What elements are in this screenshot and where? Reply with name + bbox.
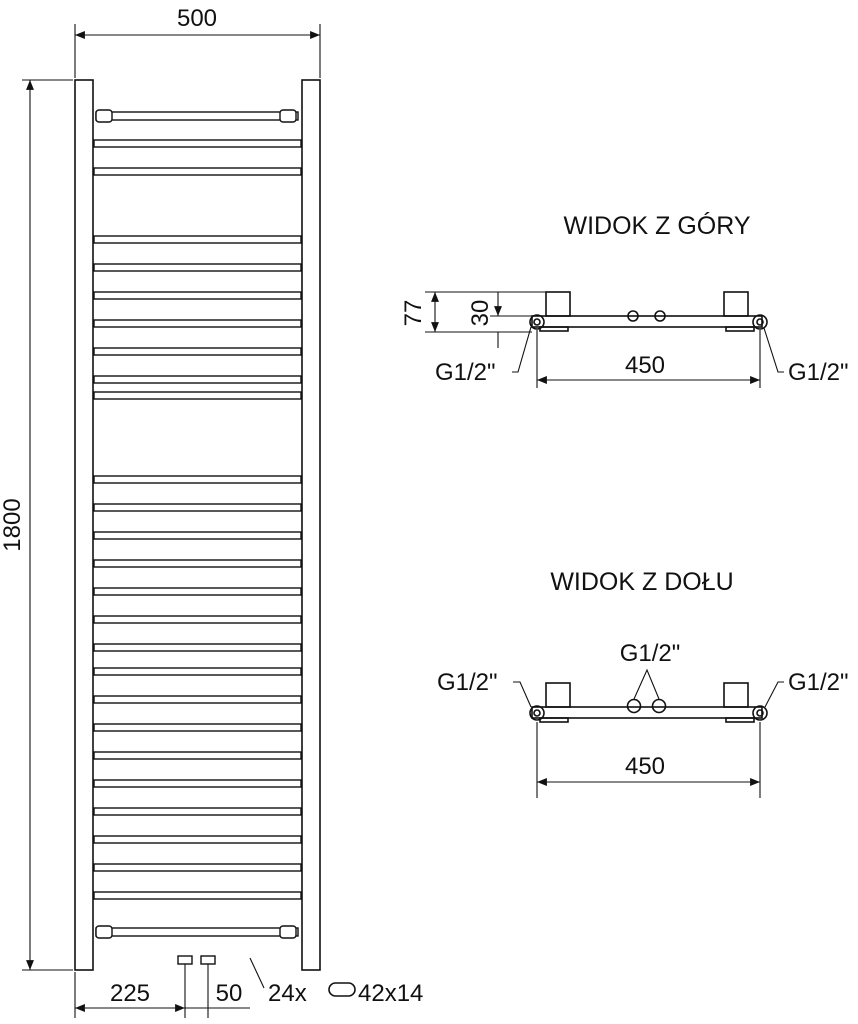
width-dimension: 500 [74,5,321,78]
spacing-label: 50 [216,980,243,1007]
top-rail [95,109,299,123]
heating-bar [93,751,302,760]
heating-bar [93,167,302,176]
heating-bar [93,559,302,568]
top-left-connection-label: G1/2" [435,359,496,386]
heating-bar [93,347,302,356]
bottom-valves [177,955,216,972]
heating-bar [93,319,302,328]
bottom-left-connection-label: G1/2" [437,669,498,696]
height-dimension: 1800 [0,79,73,971]
depth-label: 77 [400,300,427,327]
bottom-dimensions: 225 50 [74,972,250,1018]
bottom-center-connection-label: G1/2" [620,640,681,667]
heating-bar [93,643,302,652]
heating-bar [93,695,302,704]
height-label: 1800 [0,498,26,551]
bottom-span-label: 450 [625,753,665,780]
top-span-label: 450 [625,352,665,379]
heating-bar [93,263,302,272]
left-offset-label: 225 [110,980,150,1007]
bottom-center-connection-a [626,698,642,714]
heating-bar [93,863,302,872]
top-view: WIDOK Z GÓRY 77 30 450 G1/2" G1 [400,211,849,388]
heating-bar [93,835,302,844]
bottom-right-connection [752,705,768,721]
heating-bar [93,375,302,384]
bar-count-label: 24x [268,980,307,1007]
bottom-right-connection-label: G1/2" [788,669,849,696]
bar-profile-icon [328,982,356,997]
width-label: 500 [177,5,217,32]
bottom-center-connection-b [651,698,667,714]
top-right-connection [752,314,768,330]
heating-bar [93,139,302,148]
bottom-view-title: WIDOK Z DOŁU [550,568,733,596]
heating-bar [93,475,302,484]
heating-bar [93,779,302,788]
heating-bar [93,587,302,596]
bottom-view: WIDOK Z DOŁU G1/2" G1/2" G1/2" 450 [437,568,849,798]
bottom-left-connection [529,705,545,721]
top-view-title: WIDOK Z GÓRY [563,211,750,240]
top-left-connection [529,314,545,330]
left-column [74,79,94,971]
heating-bar [93,235,302,244]
heating-bar [93,531,302,540]
heating-bar [93,291,302,300]
right-column [301,79,321,971]
heating-bar [93,615,302,624]
top-right-connection-label: G1/2" [788,359,849,386]
wall-label: 30 [467,300,494,327]
heating-bar [93,723,302,732]
heating-bar [93,503,302,512]
heating-bar [93,667,302,676]
bar-size-label: 42x14 [358,980,423,1007]
heating-bar [93,391,302,400]
heating-bar [93,891,302,900]
bar-spec: 24x 42x14 [249,957,423,1007]
heating-bar [93,807,302,816]
front-view: 500 1800 225 50 24x 42x14 [0,5,423,1018]
bottom-rail [95,925,299,939]
heating-bars [93,139,302,900]
